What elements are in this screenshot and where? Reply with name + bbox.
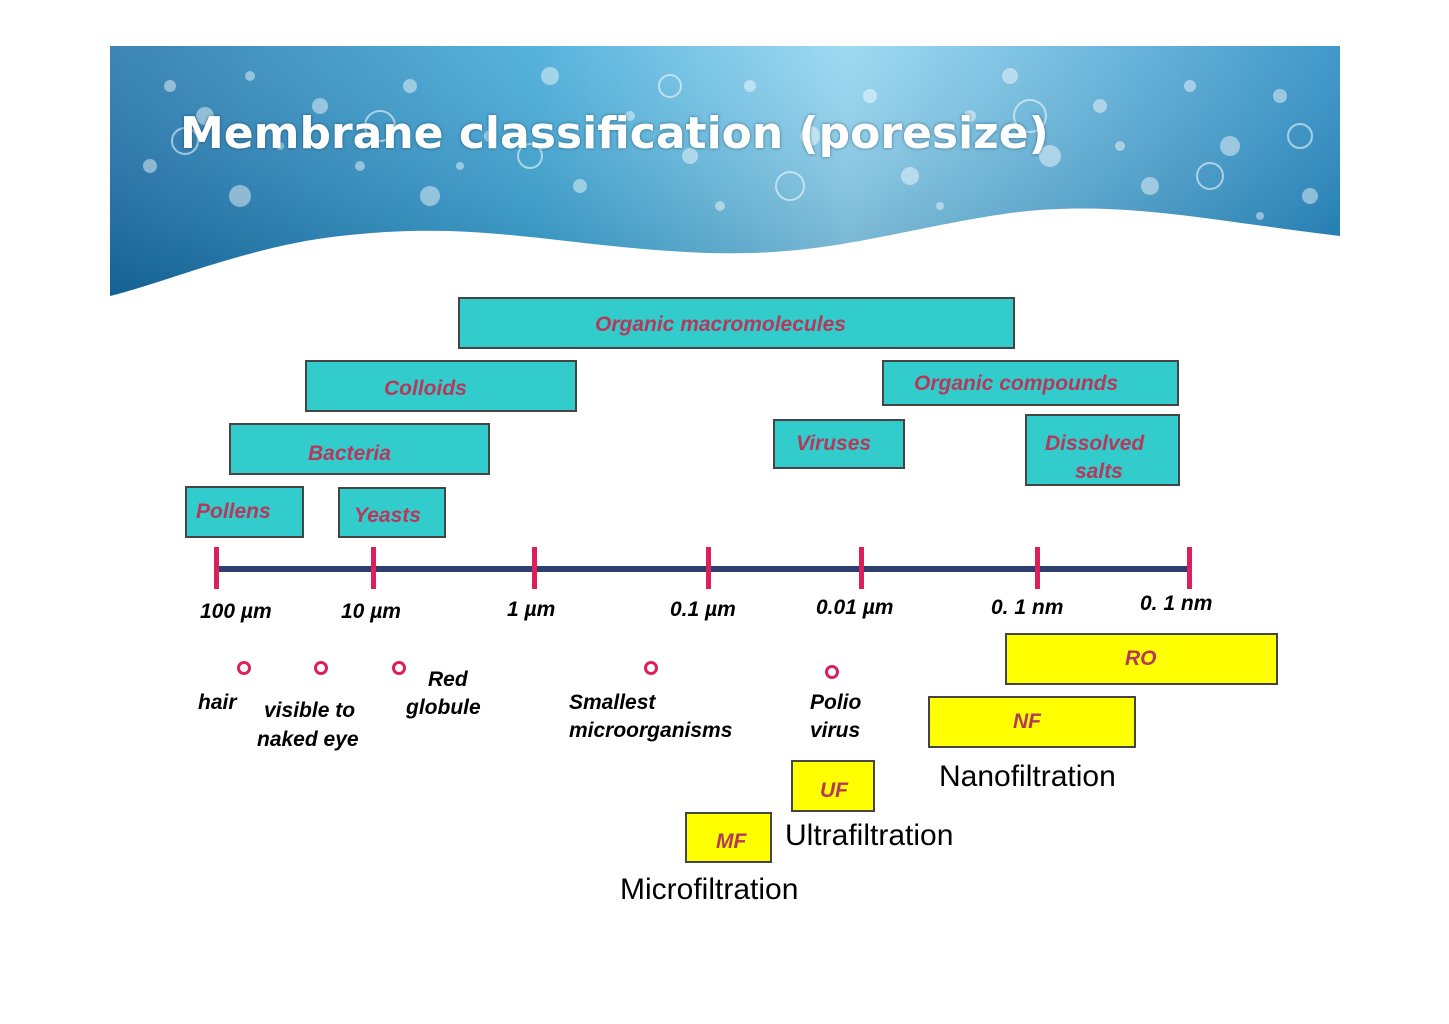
pollens-box xyxy=(185,486,304,538)
bacteria-label: Bacteria xyxy=(308,442,391,465)
bacteria-box xyxy=(229,423,490,475)
tick-label-100um: 100 µm xyxy=(200,600,272,623)
visible-label-line1: visible to xyxy=(264,699,356,722)
organic-macromolecules-label: Organic macromolecules xyxy=(595,313,846,336)
dissolved-salts-box xyxy=(1025,414,1180,486)
organic-compounds-label: Organic compounds xyxy=(914,372,1119,395)
tick-0-1nm-b xyxy=(1187,547,1192,589)
dissolved-salts-label-line2: salts xyxy=(1075,460,1123,483)
smallest-microorganisms-label-line1: Smallest xyxy=(569,691,656,714)
organic-macromolecules-box xyxy=(458,297,1015,349)
tick-10um xyxy=(371,547,376,589)
microfiltration-label: Microfiltration xyxy=(620,873,799,906)
red-globule-label-line1: Red xyxy=(428,668,468,691)
yeasts-box xyxy=(338,487,446,538)
yeasts-label: Yeasts xyxy=(354,504,421,527)
polio-virus-marker xyxy=(825,665,839,679)
tick-100um xyxy=(214,547,219,589)
viruses-box xyxy=(773,419,905,469)
hair-marker xyxy=(237,661,251,675)
ultrafiltration-label: Ultrafiltration xyxy=(785,819,954,852)
header-banner: Membrane classification (poresize) xyxy=(110,46,1340,296)
red-globule-label-line2: globule xyxy=(406,696,481,719)
tick-label-0-1um: 0.1 µm xyxy=(670,598,736,621)
tick-0-1nm-a xyxy=(1035,547,1040,589)
tick-0-01um xyxy=(859,547,864,589)
smallest-microorganisms-marker xyxy=(644,661,658,675)
polio-virus-label-line1: Polio xyxy=(810,691,862,714)
tick-0-1um xyxy=(706,547,711,589)
nf-label: NF xyxy=(1013,710,1041,733)
nanofiltration-label: Nanofiltration xyxy=(939,760,1116,793)
red-globule-marker xyxy=(392,661,406,675)
slide-title: Membrane classification (poresize) xyxy=(180,108,1049,159)
tick-1um xyxy=(532,547,537,589)
mf-box xyxy=(685,812,772,863)
visible-marker xyxy=(314,661,328,675)
pollens-label: Pollens xyxy=(196,500,271,523)
uf-box xyxy=(791,760,875,812)
tick-label-1um: 1 µm xyxy=(507,598,556,621)
tick-label-0-01um: 0.01 µm xyxy=(816,596,894,619)
dissolved-salts-label-line1: Dissolved xyxy=(1045,432,1145,455)
mf-label: MF xyxy=(716,830,747,853)
tick-label-10um: 10 µm xyxy=(341,600,401,623)
hair-label: hair xyxy=(198,691,237,714)
viruses-label: Viruses xyxy=(796,432,872,455)
ro-label: RO xyxy=(1125,647,1157,670)
nf-box xyxy=(928,696,1136,748)
colloids-box xyxy=(305,360,577,412)
colloids-label: Colloids xyxy=(384,377,467,400)
tick-label-0-1nm-b: 0. 1 nm xyxy=(1140,592,1213,615)
tick-label-0-1nm-a: 0. 1 nm xyxy=(991,596,1064,619)
water-bubbles-image xyxy=(110,46,1340,296)
polio-virus-label-line2: virus xyxy=(810,719,861,742)
size-scale-axis xyxy=(218,566,1190,572)
smallest-microorganisms-label-line2: microorganisms xyxy=(569,719,733,742)
visible-label-line2: naked eye xyxy=(257,728,359,751)
ro-box xyxy=(1005,633,1278,685)
organic-compounds-box xyxy=(882,360,1179,406)
uf-label: UF xyxy=(820,779,848,802)
